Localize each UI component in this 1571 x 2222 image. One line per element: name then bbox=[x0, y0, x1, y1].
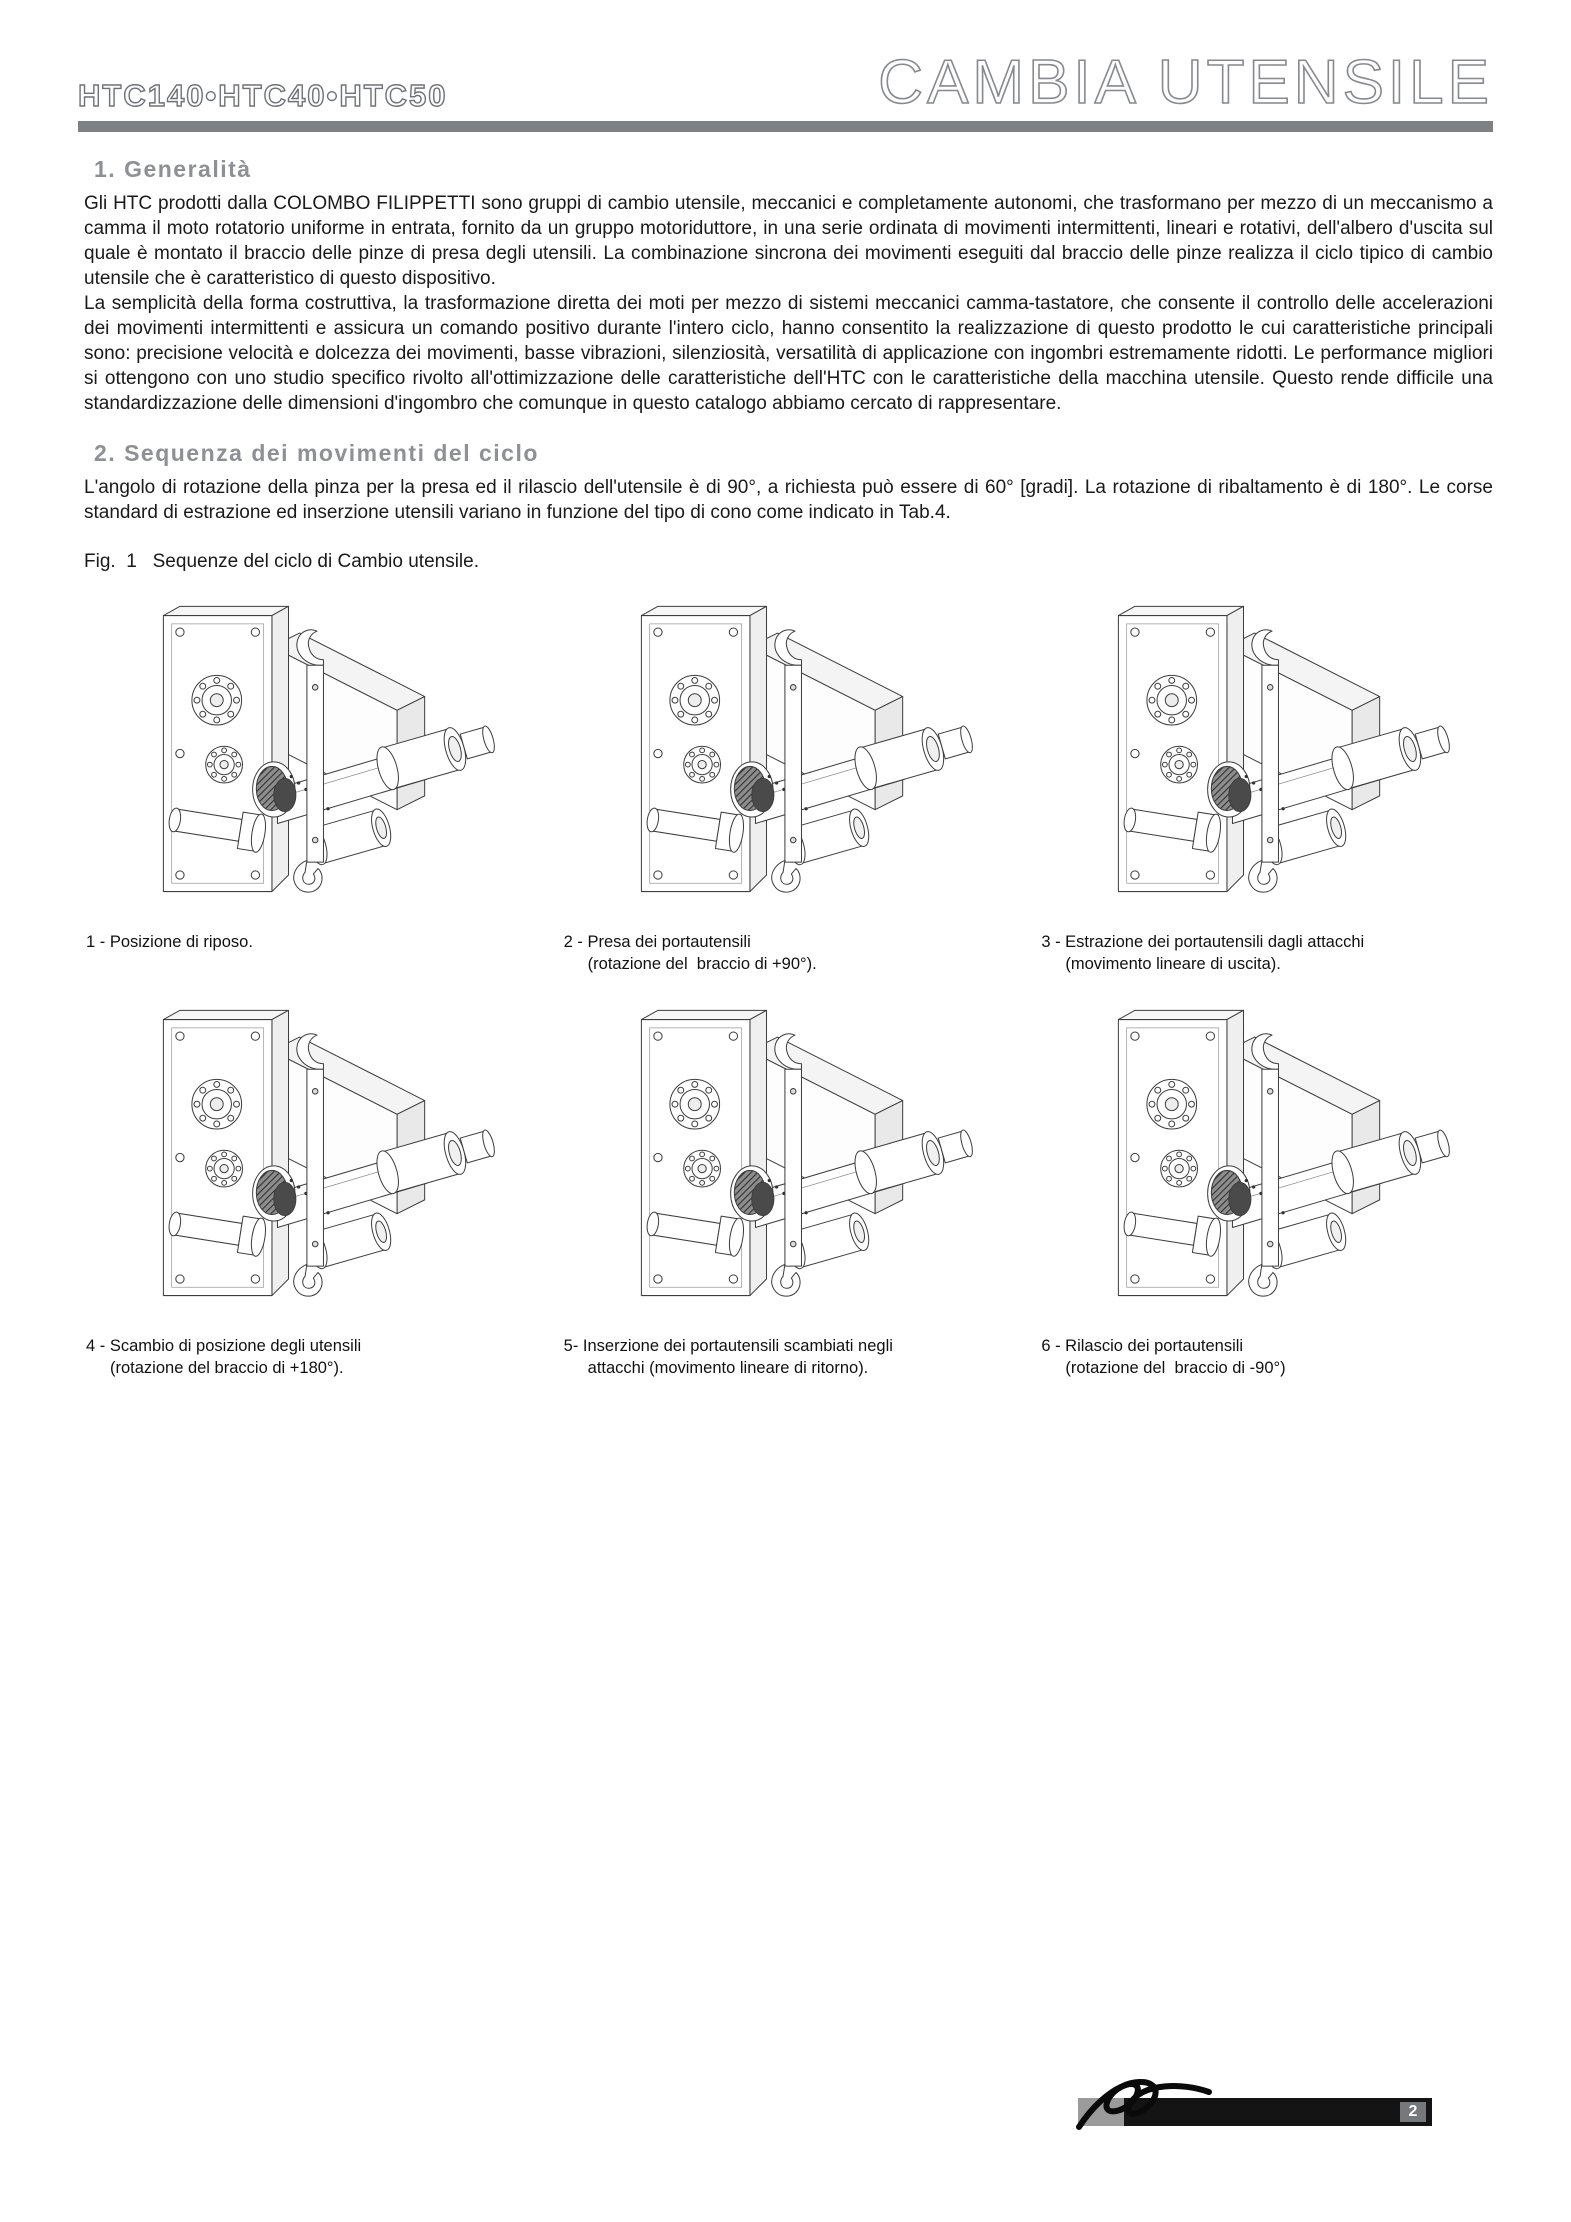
footer-bar: 2 bbox=[1124, 2098, 1432, 2126]
tool-changer-drawing bbox=[1033, 599, 1493, 921]
step-caption-line2: (movimento lineare di uscita). bbox=[1065, 955, 1281, 973]
section-heading-sequenza: 2. Sequenza dei movimenti del ciclo bbox=[94, 440, 539, 466]
body-paragraph: Gli HTC prodotti dalla COLOMBO FILIPPETT… bbox=[84, 193, 1493, 289]
step-caption-line1: 3 - Estrazione dei portautensili dagli a… bbox=[1041, 933, 1365, 951]
step-caption-line2: (rotazione del braccio di -90°) bbox=[1065, 1359, 1286, 1377]
tool-changer-drawing bbox=[556, 599, 1016, 921]
step-caption: 5- Inserzione dei portautensili scambiat… bbox=[556, 1335, 1016, 1379]
page-number-cell: 2 bbox=[1400, 2102, 1426, 2122]
step-caption-line2: (rotazione del braccio di +180°). bbox=[110, 1359, 344, 1377]
step-caption-line1: 4 - Scambio di posizione degli utensili bbox=[86, 1337, 362, 1355]
step-caption: 3 - Estrazione dei portautensili dagli a… bbox=[1033, 931, 1493, 975]
colombo-filippetti-logo-icon bbox=[1076, 2079, 1212, 2130]
tool-changer-drawing bbox=[556, 1003, 1016, 1325]
figure-step-6: 6 - Rilascio dei portautensili (rotazion… bbox=[1033, 1003, 1493, 1379]
figure-step-2: 2 - Presa dei portautensili (rotazione d… bbox=[556, 599, 1016, 975]
tool-changer-drawing bbox=[78, 599, 538, 921]
section-sequenza: 2. Sequenza dei movimenti del ciclo L'an… bbox=[78, 440, 1493, 525]
section-generalita: 1. Generalità Gli HTC prodotti dalla COL… bbox=[78, 156, 1493, 416]
step-caption: 6 - Rilascio dei portautensili (rotazion… bbox=[1033, 1335, 1493, 1379]
header-rule bbox=[78, 121, 1493, 132]
step-caption-line2: attacchi (movimento lineare di ritorno). bbox=[587, 1359, 869, 1377]
figure-step-3: 3 - Estrazione dei portautensili dagli a… bbox=[1033, 599, 1493, 975]
step-caption-line1: 2 - Presa dei portautensili bbox=[563, 933, 751, 951]
figure-step-4: 4 - Scambio di posizione degli utensili … bbox=[78, 1003, 538, 1379]
page-header: HTC140•HTC40•HTC50 CAMBIA UTENSILE bbox=[77, 48, 1493, 132]
page-number: 2 bbox=[1408, 2103, 1418, 2120]
step-caption: 1 - Posizione di riposo. bbox=[78, 931, 538, 953]
step-caption-line1: 6 - Rilascio dei portautensili bbox=[1041, 1337, 1244, 1355]
section-heading-generalita: 1. Generalità bbox=[94, 156, 252, 182]
step-caption-line1: 5- Inserzione dei portautensili scambiat… bbox=[563, 1337, 893, 1355]
step-caption: 2 - Presa dei portautensili (rotazione d… bbox=[556, 931, 1016, 975]
figure-step-1: 1 - Posizione di riposo. bbox=[78, 599, 538, 975]
body-paragraph: L'angolo di rotazione della pinza per la… bbox=[84, 477, 1493, 523]
product-models: HTC140•HTC40•HTC50 bbox=[77, 77, 448, 113]
tool-changer-drawing bbox=[78, 1003, 538, 1325]
tool-changer-drawing bbox=[1033, 1003, 1493, 1325]
step-caption-line2: (rotazione del braccio di +90°). bbox=[587, 955, 817, 973]
body-paragraph: La semplicità della forma costruttiva, l… bbox=[84, 293, 1493, 414]
page-title: CAMBIA UTENSILE bbox=[877, 48, 1493, 117]
figure-caption: Fig. 1 Sequenze del ciclo di Cambio uten… bbox=[84, 551, 479, 572]
page-footer: 2 bbox=[1076, 2079, 1432, 2130]
step-caption-line1: 1 - Posizione di riposo. bbox=[86, 933, 253, 951]
figure-step-5: 5- Inserzione dei portautensili scambiat… bbox=[556, 1003, 1016, 1379]
step-caption: 4 - Scambio di posizione degli utensili … bbox=[78, 1335, 538, 1379]
figure-grid: 1 - Posizione di riposo. 2 - Presa dei p… bbox=[78, 599, 1493, 1379]
